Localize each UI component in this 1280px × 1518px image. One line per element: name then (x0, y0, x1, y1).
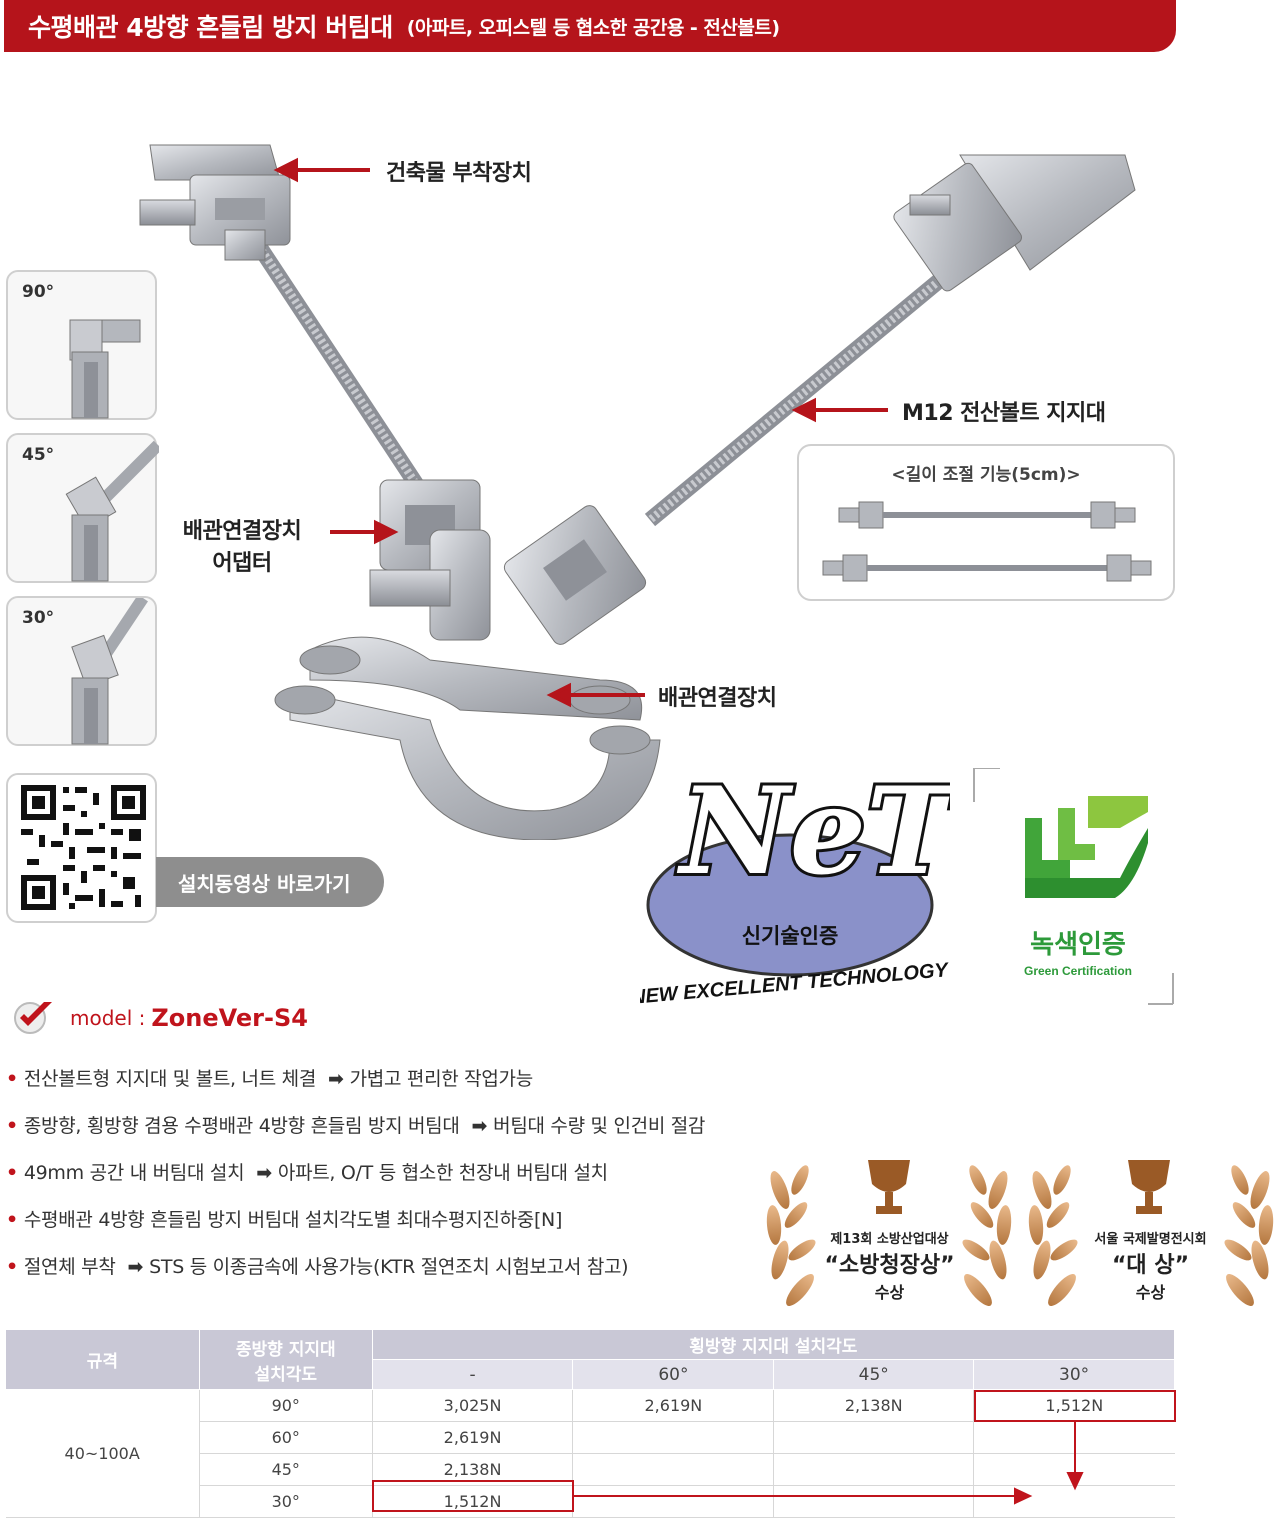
angle-30-illustration (71, 598, 148, 745)
feature-item: •종방향, 횡방향 겸용 수평배관 4방향 흔들림 방지 버팀대➡버팀대 수량 … (6, 1115, 706, 1137)
arrow-icon: ➡ (328, 1068, 344, 1090)
green-leaf-icon (1025, 796, 1148, 898)
feature-item: •절연체 부착➡STS 등 이종금속에 사용가능(KTR 절연조치 시험보고서 … (6, 1256, 629, 1278)
trophy-1-icon (868, 1160, 910, 1214)
checkmark-icon (14, 1002, 52, 1034)
net-certification-logo: NeT 신기술인증 NEW EXCELLENT TECHNOLOGY (640, 765, 950, 1009)
angle-label: 45° (22, 445, 55, 465)
table-row: 60° 2,619N (6, 1421, 1175, 1454)
angle-card-30: 30° (6, 596, 157, 746)
page-subtitle: (아파트, 오피스텔 등 협소한 공간용 - 전산볼트) (406, 16, 780, 39)
arrow-icon: ➡ (471, 1115, 488, 1137)
highlight-box-lat-30 (974, 1390, 1176, 1422)
callout-arrows (273, 157, 888, 708)
callout-adapter-line2: 어댑터 (212, 551, 272, 576)
install-video-button[interactable]: 설치동영상 바로가기 (156, 857, 384, 907)
feature-item: •49mm 공간 내 버팀대 설치➡아파트, O/T 등 협소한 천장내 버팀대… (6, 1162, 608, 1184)
laurel-left-2-icon (1028, 1165, 1078, 1306)
callout-building-mount: 건축물 부착장치 (386, 161, 532, 186)
callout-bolt-support: M12 전산볼트 지지대 (902, 401, 1106, 426)
arrow-icon: ➡ (256, 1162, 272, 1184)
laurel-left-1-icon (766, 1165, 816, 1306)
angle-45-illustration (65, 440, 159, 582)
length-adjust-card: <길이 조절 기능(5cm)> (797, 444, 1175, 601)
page-header: 수평배관 4방향 흔들림 방지 버팀대 (아파트, 오피스텔 등 협소한 공간용… (4, 0, 1176, 52)
feature-item: •전산볼트형 지지대 및 볼트, 너트 체결➡가볍고 편리한 작업가능 (6, 1068, 533, 1090)
callout-adapter: 배관연결장치 어댑터 (166, 516, 318, 580)
product-illustration (139, 144, 1136, 840)
table-row: 40~100A 90° 3,025N 2,619N 2,138N 1,512N (5, 1389, 1175, 1518)
length-adjust-title: <길이 조절 기능(5cm)> (891, 465, 1081, 485)
header-spec: 규격 (5, 1329, 200, 1390)
angle-90-illustration (69, 319, 141, 419)
arrow-icon: ➡ (127, 1256, 144, 1278)
trophy-2-icon (1128, 1160, 1170, 1214)
angle-card-90: 90° (6, 270, 157, 420)
feature-item: •수평배관 4방향 흔들림 방지 버팀대 설치각도별 최대수평지진하중[N] (6, 1209, 563, 1231)
green-english-label: Green Certification (1024, 964, 1132, 978)
laurel-right-1-icon (962, 1165, 1012, 1306)
callout-pipe-connector: 배관연결장치 (658, 686, 777, 711)
award-fire-industry: 제13회 소방산업대상 “소방청장상” 수상 (824, 1232, 955, 1302)
model-line: model : ZoneVer-S4 (8, 1000, 308, 1036)
angle-label: 30° (22, 608, 55, 628)
highlight-box-long-30 (372, 1480, 574, 1512)
net-korean-label: 신기술인증 (742, 925, 839, 948)
header-lat-angle-value: 45° (773, 1359, 975, 1390)
model-name: ZoneVer-S4 (151, 1004, 308, 1032)
feature-list: •전산볼트형 지지대 및 볼트, 너트 체결➡가볍고 편리한 작업가능 •종방향… (6, 1062, 766, 1297)
green-korean-label: 녹색인증 (1030, 929, 1126, 959)
callout-adapter-line1: 배관연결장치 (182, 519, 302, 544)
laurel-right-2-icon (1224, 1165, 1274, 1306)
qr-code-frame (6, 773, 157, 923)
award-invention-exhibition: 서울 국제발명전시회 “대 상” 수상 (1094, 1232, 1207, 1302)
highlight-arrows (574, 1422, 1084, 1505)
page-title: 수평배관 4방향 흔들림 방지 버팀대 (28, 13, 393, 42)
qr-code-icon (21, 785, 146, 910)
header-lat-angle: 횡방향 지지대 설치각도 (371, 1329, 1176, 1360)
award-laurels (766, 1160, 1274, 1306)
net-logo-text: NeT (676, 765, 950, 902)
length-adjust-illustration (822, 501, 1152, 582)
angle-card-45: 45° (6, 433, 159, 583)
header-lat-angle-value: 30° (973, 1359, 1175, 1390)
header-lat-angle-value: - (371, 1359, 574, 1390)
green-certification-badge: 녹색인증 Green Certification (973, 768, 1174, 1005)
table-row: 45° 2,138N (6, 1453, 1175, 1486)
header-lat-angle-value: 60° (572, 1359, 775, 1390)
qr-video-card[interactable]: 설치동영상 바로가기 (6, 773, 384, 923)
model-prefix: model : (70, 1006, 146, 1030)
angle-label: 90° (22, 282, 55, 302)
spec-cell: 40~100A (5, 1389, 200, 1518)
